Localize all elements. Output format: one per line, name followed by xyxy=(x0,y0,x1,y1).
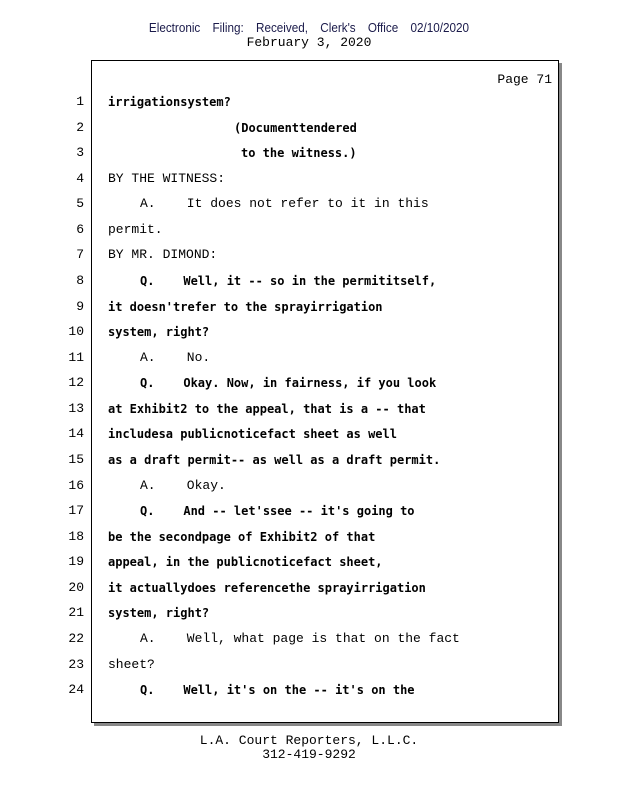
transcript-line: as a draft permit-- as well as a draft p… xyxy=(108,452,441,467)
line-number: 22 xyxy=(68,630,84,646)
transcript-line: A. Okay. xyxy=(140,477,226,493)
transcript-line: permit. xyxy=(108,221,163,237)
transcript-line: BY MR. DIMOND: xyxy=(108,247,218,263)
line-number: 21 xyxy=(68,605,84,621)
transcript-page: Page 71 xyxy=(91,60,559,723)
line-number: 13 xyxy=(68,400,84,416)
line-number: 5 xyxy=(76,196,84,212)
transcript-line: Q. Okay. Now, in fairness, if you look xyxy=(140,376,437,391)
line-number: 16 xyxy=(68,477,84,493)
page-number: Page 71 xyxy=(497,72,552,87)
transcript-date: February 3, 2020 xyxy=(246,35,372,50)
transcript-line: system, right? xyxy=(108,325,210,340)
line-number: 1 xyxy=(76,94,84,109)
transcript-line: A. Well, what page is that on the fact xyxy=(140,630,460,646)
line-number: 19 xyxy=(68,554,84,570)
line-number: 20 xyxy=(68,579,84,595)
transcript-line: Q. And -- let'ssee -- it's going to xyxy=(140,504,415,519)
line-number: 10 xyxy=(68,324,84,340)
transcript-line: includesa publicnoticefact sheet as well xyxy=(108,427,397,442)
line-number: 18 xyxy=(68,528,84,544)
line-number: 9 xyxy=(76,298,84,314)
transcript-line: A. It does not refer to it in this xyxy=(140,196,429,212)
transcript-line: at Exhibit2 to the appeal, that is a -- … xyxy=(108,401,426,416)
transcript-line: appeal, in the publicnoticefact sheet, xyxy=(108,555,383,570)
line-number: 2 xyxy=(76,119,84,135)
reporter-company: L.A. Court Reporters, L.L.C. xyxy=(199,733,419,748)
transcript-line: sheet? xyxy=(108,656,155,672)
line-number: 3 xyxy=(76,145,84,161)
transcript-line: Q. Well, it's on the -- it's on the xyxy=(140,683,415,698)
line-number: 8 xyxy=(76,272,84,288)
line-number: 15 xyxy=(68,451,84,467)
filing-stamp: Electronic Filing: Received, Clerk's Off… xyxy=(148,20,470,35)
footer: L.A. Court Reporters, L.L.C. 312-419-929… xyxy=(0,734,618,762)
line-number: 4 xyxy=(76,170,84,186)
line-number: 6 xyxy=(76,221,84,237)
transcript-line: to the witness.) xyxy=(241,146,357,161)
reporter-phone: 312-419-9292 xyxy=(262,747,356,762)
transcript-line: irrigationsystem? xyxy=(108,95,231,109)
transcript-line: it actuallydoes referencethe sprayirriga… xyxy=(108,580,426,595)
line-number: 11 xyxy=(68,349,84,365)
line-number: 12 xyxy=(68,375,84,391)
transcript-line: A. No. xyxy=(140,349,211,365)
line-number: 23 xyxy=(68,656,84,672)
transcript-line: (Documenttendered xyxy=(234,120,357,135)
transcript-line: it doesn'trefer to the sprayirrigation xyxy=(108,299,383,314)
line-number: 7 xyxy=(76,247,84,263)
transcript-line: system, right? xyxy=(108,606,210,621)
line-number: 17 xyxy=(68,503,84,519)
line-number: 24 xyxy=(68,682,84,698)
transcript-line: be the secondpage of Exhibit2 of that xyxy=(108,529,376,544)
line-number: 14 xyxy=(68,426,84,442)
transcript-line: BY THE WITNESS: xyxy=(108,170,226,186)
transcript-line: Q. Well, it -- so in the permititself, xyxy=(140,273,437,288)
